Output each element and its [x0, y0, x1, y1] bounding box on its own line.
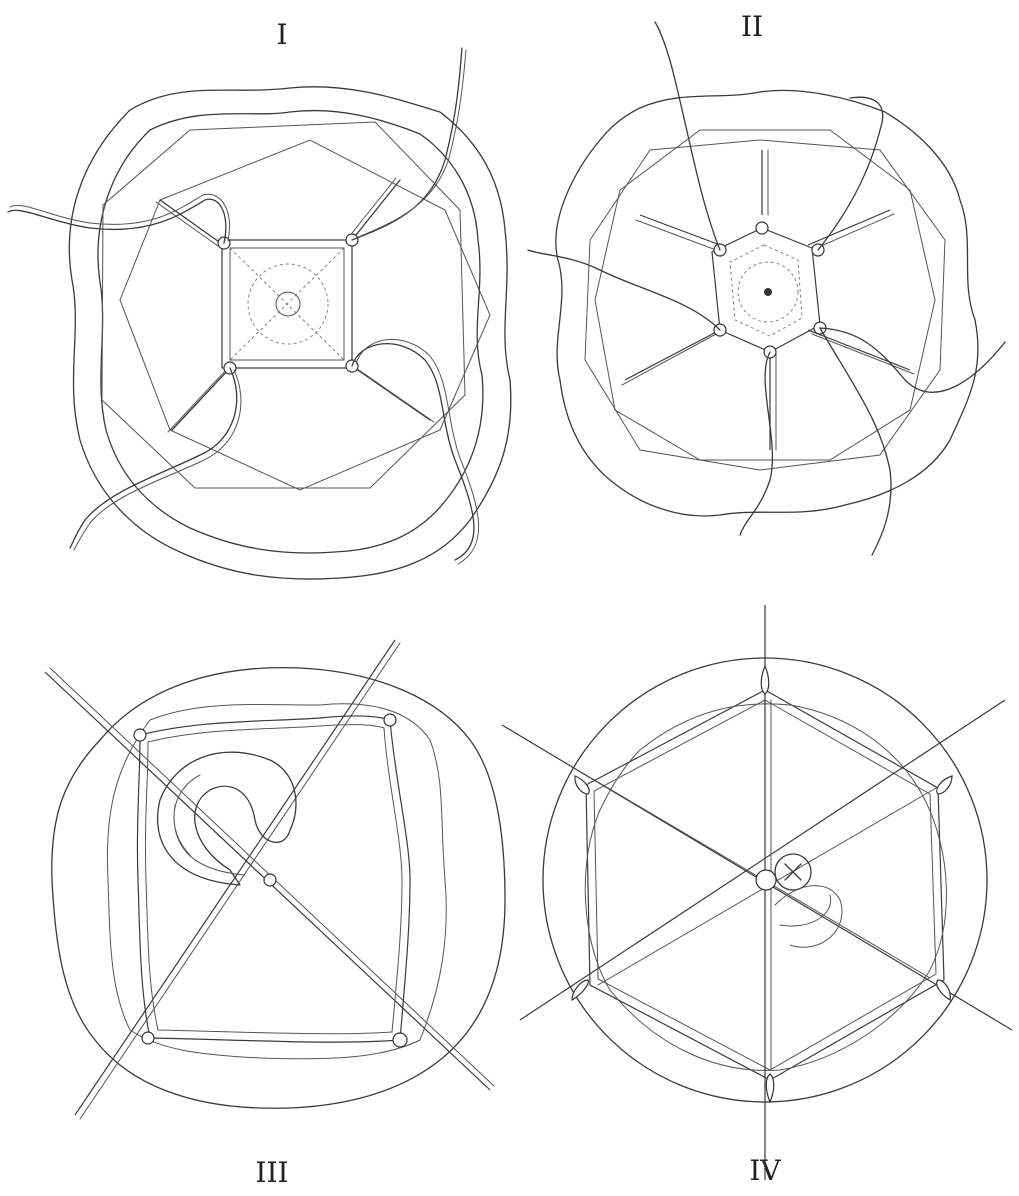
tentacle-bulb [756, 222, 768, 234]
mouth [764, 288, 772, 296]
marginal-bulb [761, 666, 769, 694]
bell-inner-margin [98, 111, 483, 553]
mouth-cross [785, 864, 801, 880]
figure-1-label: I [276, 18, 287, 51]
mouth [276, 292, 300, 316]
velum-fold-b [595, 130, 935, 460]
tentacle [820, 328, 891, 555]
marginal-bulb [572, 980, 588, 1000]
figure-2-label: II [741, 10, 763, 43]
figure-2: II [528, 10, 1005, 555]
central-node [756, 870, 776, 890]
figure-3: III [45, 640, 505, 1189]
velum-fold-a [102, 122, 465, 488]
marginal-bulb [384, 714, 396, 726]
marginal-bulb [393, 1033, 407, 1047]
tentacle [352, 344, 474, 560]
radial-canals [160, 180, 430, 430]
stomach-radii [230, 248, 344, 360]
tentacle [740, 352, 772, 535]
marginal-bulb [766, 1074, 774, 1102]
marginal-bulb [575, 776, 589, 794]
figure-3-label: III [255, 1156, 288, 1189]
marginal-bulb [134, 729, 146, 741]
tentacle [528, 250, 720, 330]
central-node [264, 874, 276, 886]
figure-1: I [8, 18, 511, 579]
tentacle [655, 22, 720, 250]
marginal-bulb [937, 776, 952, 794]
velum-fold-b [120, 140, 490, 490]
tentacle [70, 368, 237, 548]
figure-4: IV [502, 605, 1012, 1187]
marginal-bulb [142, 1032, 154, 1044]
velum-fold-a [585, 140, 945, 470]
bell-outer-margin [556, 90, 978, 516]
marginal-bulb [937, 980, 951, 1000]
tentacle [8, 199, 226, 243]
